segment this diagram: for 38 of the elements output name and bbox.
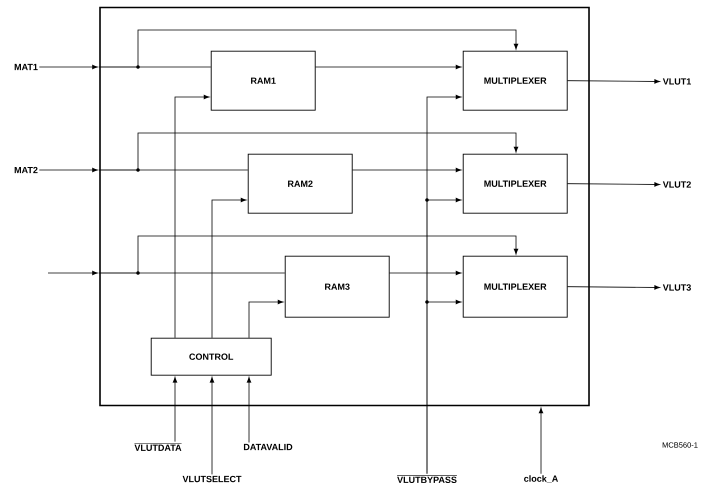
arrow <box>389 270 462 276</box>
output-label: VLUT2 <box>662 181 691 188</box>
arrow <box>246 376 252 443</box>
input-label: VLUTSELECT <box>182 476 242 482</box>
arrow <box>538 408 544 474</box>
input-label: MAT1 <box>14 64 38 70</box>
arrow <box>38 64 98 70</box>
multiplexer-box: MULTIPLEXER <box>462 50 568 111</box>
input-label: VLUTDATA <box>134 443 182 451</box>
multiplexer-box: MULTIPLEXER <box>462 256 568 318</box>
arrow <box>38 168 98 172</box>
multiplexer-box: MULTIPLEXER <box>462 154 568 214</box>
arrow <box>212 198 246 338</box>
arrow <box>98 236 518 275</box>
input-label: DATAVALID <box>244 444 292 450</box>
block-outline <box>99 6 590 406</box>
arrow <box>98 132 518 172</box>
input-label: clock_A <box>524 475 558 483</box>
arrow <box>248 300 284 338</box>
arrow <box>172 376 178 442</box>
arrow <box>567 285 660 290</box>
arrow <box>315 64 462 70</box>
arrow <box>174 94 210 338</box>
arrow <box>210 376 214 475</box>
input-label: MAT2 <box>14 166 38 174</box>
output-label: VLUT1 <box>662 78 691 85</box>
arrow <box>567 182 660 187</box>
arrow <box>352 168 462 172</box>
arrow <box>98 30 518 69</box>
arrow <box>48 270 98 276</box>
input-label: VLUTBYPASS <box>396 475 458 483</box>
ram-box: RAM2 <box>248 154 353 214</box>
output-label: VLUT3 <box>662 284 691 291</box>
ram-box: RAM1 <box>210 50 316 111</box>
arrow <box>567 79 660 84</box>
arrow <box>425 300 462 474</box>
control-box: CONTROL <box>150 338 272 376</box>
ram-box: RAM3 <box>284 256 390 318</box>
